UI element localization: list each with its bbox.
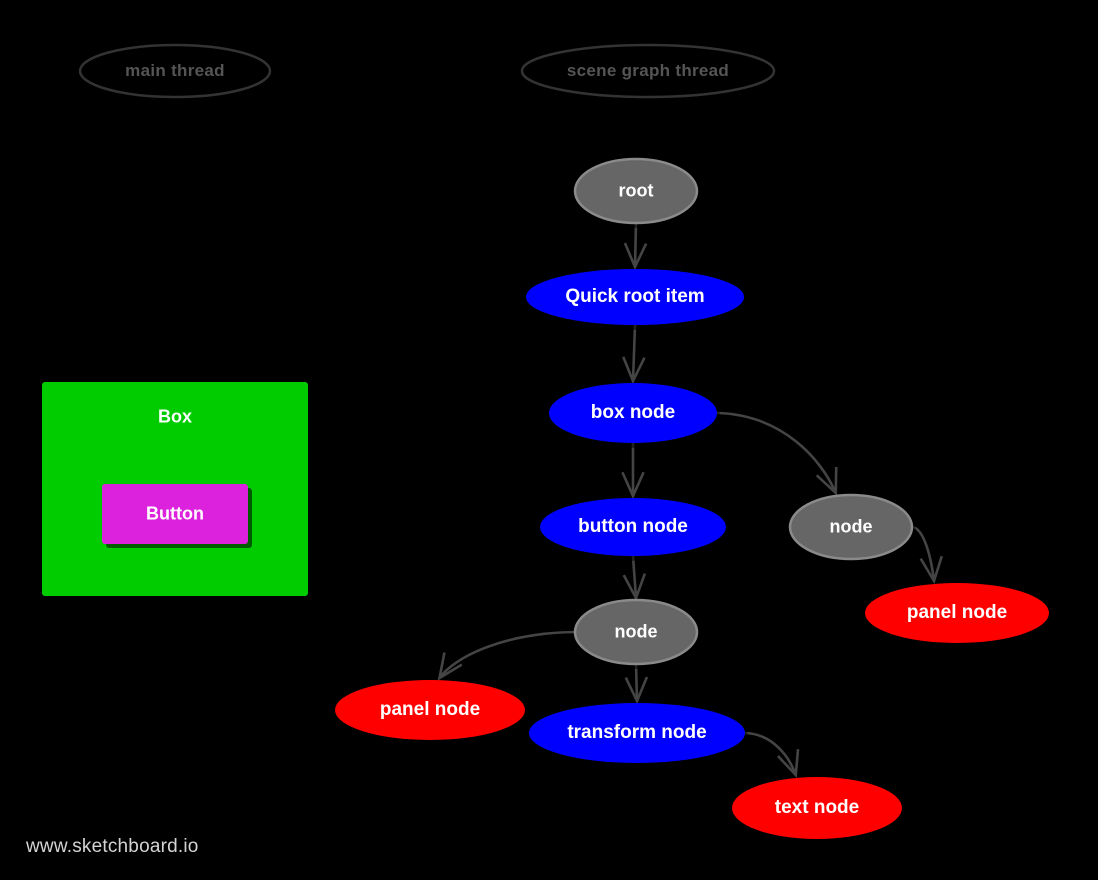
node-right-to-panel-node-arrowhead	[919, 555, 944, 585]
root[interactable]	[573, 157, 701, 228]
node-lower-to-panel-node-arrowhead	[437, 652, 463, 681]
node-lower-to-transform-node	[624, 663, 649, 705]
box-node-to-button-node	[621, 443, 645, 500]
button-node[interactable]	[540, 498, 730, 561]
box-node-to-node-right-arrowhead	[815, 466, 838, 496]
panel-node-left[interactable]	[335, 680, 529, 745]
transform-node-to-text-node-arrowhead	[777, 748, 800, 779]
quick-root-item-to-box-node	[622, 324, 646, 385]
node-lower[interactable]	[573, 598, 701, 669]
root-to-quick-root-item	[623, 222, 648, 271]
button-widget[interactable]	[102, 484, 252, 548]
main-thread[interactable]	[78, 43, 272, 99]
quick-root-item[interactable]	[526, 269, 748, 330]
panel-node-right[interactable]	[865, 583, 1053, 648]
text-node[interactable]	[732, 777, 906, 844]
node-lower-to-transform-node-arrowhead	[624, 676, 649, 705]
edges-layer	[437, 222, 944, 779]
button-node-to-node-lower	[622, 555, 647, 602]
transform-node-to-text-node	[744, 731, 800, 779]
node-right[interactable]	[788, 493, 916, 564]
transform-node[interactable]	[529, 703, 749, 768]
watermark: www.sketchboard.io	[26, 836, 199, 857]
button-node-to-node-lower-arrowhead	[622, 573, 647, 602]
node-lower-to-panel-node	[437, 630, 576, 681]
scene-graph-thread[interactable]	[520, 43, 776, 99]
quick-root-item-to-box-node-arrowhead	[622, 356, 646, 385]
box-node-to-node-right	[716, 411, 838, 496]
widgets-layer	[42, 382, 312, 600]
box-node[interactable]	[549, 383, 721, 448]
box-node-to-button-node-arrowhead	[621, 471, 645, 500]
root-to-quick-root-item-arrowhead	[623, 242, 648, 271]
nodes-layer	[78, 43, 1053, 844]
node-right-to-panel-node	[911, 525, 944, 585]
